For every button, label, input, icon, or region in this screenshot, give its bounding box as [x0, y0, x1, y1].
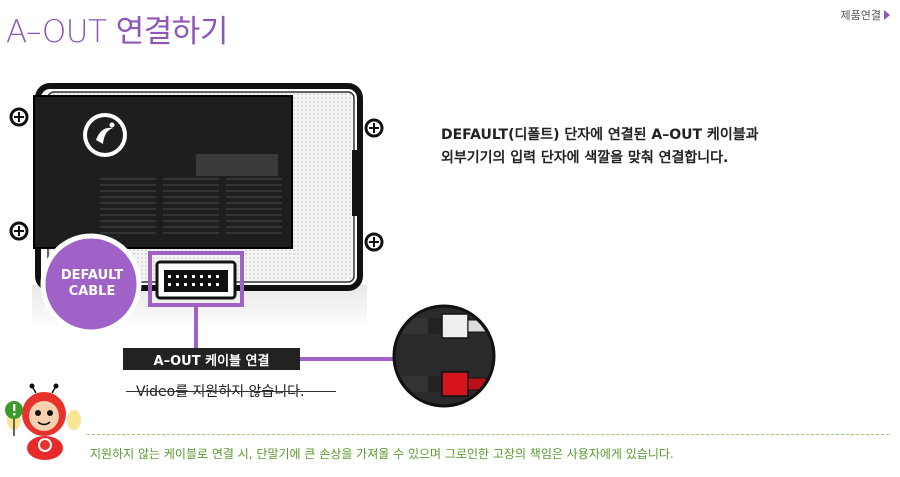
brand-logo-icon — [83, 113, 127, 157]
mascot-icon — [7, 383, 81, 460]
default-cable-label: DEFAULT CABLE — [46, 268, 138, 300]
alert-icon — [5, 401, 23, 436]
description-text: DEFAULT(디폴트) 단자에 연결된 A–OUT 케이블과 외부기기의 입력… — [441, 124, 758, 170]
badge-line-1: DEFAULT — [60, 268, 124, 283]
product-connect-link[interactable]: 제품연결 — [841, 7, 890, 23]
note-strike-line — [126, 391, 336, 392]
description-line-1: DEFAULT(디폴트) 단자에 연결된 A–OUT 케이블과 — [441, 127, 759, 143]
page-title: A–OUT 연결하기 — [6, 14, 228, 50]
warning-text: 지원하지 않는 케이블로 연결 시, 단말기에 큰 손상을 가져올 수 있으며 … — [90, 447, 674, 461]
connection-line — [194, 305, 400, 361]
product-connect-label: 제품연결 — [840, 9, 881, 22]
badge-line-2: CABLE — [68, 284, 116, 299]
video-note: Video를 지원하지 않습니다. — [136, 384, 305, 400]
rca-cable-zoom — [392, 304, 496, 408]
arrow-right-icon — [884, 10, 890, 20]
description-line-2: 외부기기의 입력 단자에 색깔을 맞춰 연결합니다. — [441, 150, 729, 166]
warning-divider — [87, 434, 889, 435]
default-cable-badge — [40, 233, 142, 335]
default-connector — [148, 251, 244, 307]
cable-connection-label: A–OUT 케이블 연결 — [123, 348, 300, 370]
